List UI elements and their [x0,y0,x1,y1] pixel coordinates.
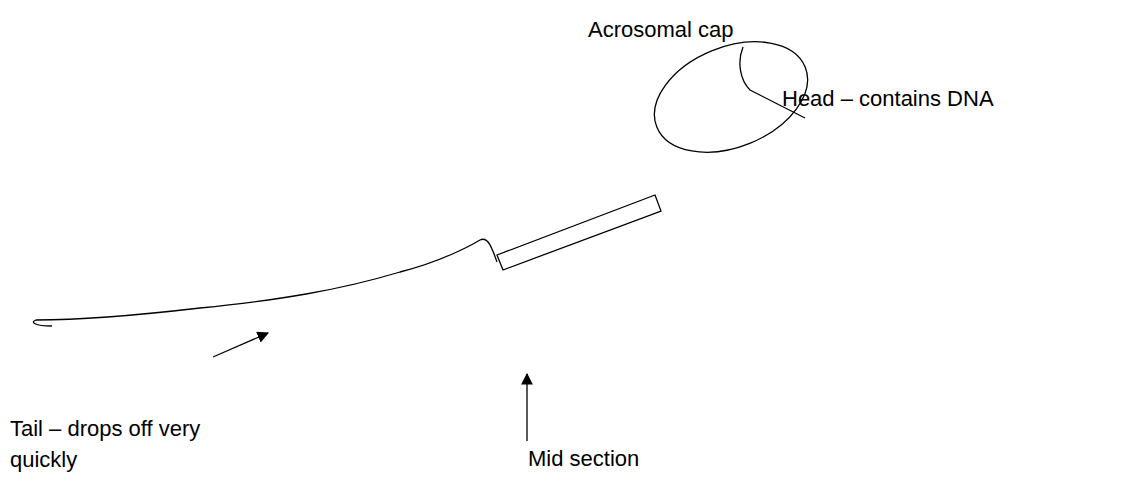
part-label: Acrosomal cap [588,15,734,46]
part-label: Head – contains DNA [782,84,994,115]
part-label: Tail – drops off very quickly [10,414,268,476]
part-label: Mid section [528,444,639,475]
leader-arrow [213,333,268,357]
mid-section-body [497,195,661,270]
sperm-tail [33,239,497,326]
leader-arrow [526,374,527,441]
